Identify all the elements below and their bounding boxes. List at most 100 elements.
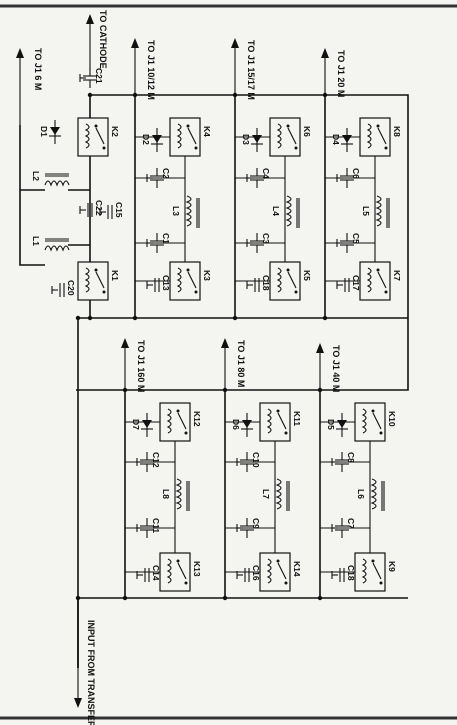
diode-d3 [251,128,263,152]
capacitor-label-c18: C18 [346,565,356,581]
capacitor-label-c20: C20 [66,280,76,296]
relay-k8 [359,117,391,157]
junction-dot [75,315,81,321]
capacitor-label-c8: C8 [346,452,356,463]
junction-dot [317,387,323,393]
junction-dot [122,595,128,601]
capacitor-c18 [246,278,260,292]
capacitor-label-c14: C14 [151,565,161,581]
capacitor-label-c21: C21 [94,68,104,84]
relay-label-k10: K10 [387,411,397,427]
junction-dot [222,387,228,393]
capacitor-c17 [336,278,350,292]
label-to-cathode: TO CATHODE [98,10,108,69]
capacitor-c2 [146,168,164,188]
capacitor-label-c10: C10 [251,452,261,468]
capacitor-c20 [51,283,65,297]
diode-d2 [151,128,163,152]
label-6m: TO J1 6 M [33,48,43,90]
relay-label-k5: K5 [302,270,312,281]
relay-label-k13: K13 [192,561,202,577]
capacitor-c22 [79,203,93,217]
relay-label-k3: K3 [202,270,212,281]
capacitor-label-c22: C22 [94,200,104,216]
relay-k1 [77,261,109,301]
capacitor-label-c12: C12 [151,452,161,468]
capacitor-label-c11: C11 [151,518,161,533]
inductor-l5 [375,195,390,228]
diode-d5 [336,413,348,437]
label-10-12m: TO J1 10/12 M [146,40,156,100]
inductor-label-l4: L4 [271,206,281,216]
label-15-17m: TO J1 15/17 M [246,40,256,100]
inductor-label-l5: L5 [361,206,371,216]
capacitor-label-c7: C7 [346,518,356,529]
relay-k6 [269,117,301,157]
inductor-label-l7: L7 [261,489,271,499]
inductor-label-l3: L3 [171,206,181,216]
relay-label-k6: K6 [302,126,312,137]
inductor-l6 [370,478,385,511]
capacitor-c4 [246,168,264,188]
capacitor-label-c17: C17 [351,275,361,291]
inductor-l3 [185,195,200,228]
relay-k11 [259,402,291,442]
capacitor-label-c5: C5 [351,233,361,244]
capacitor-label-c16: C16 [251,565,261,581]
relay-k13 [159,552,191,592]
label-40m: TO J1 40 M [331,345,341,392]
diode-label-d5: D5 [326,419,336,430]
inductor-l2 [44,173,70,187]
label-160m: TO J1 160 M [136,340,146,392]
diode-label-d2: D2 [141,134,151,145]
junction-dot [132,315,138,321]
junction-dot [222,595,228,601]
relay-label-k9: K9 [387,561,397,572]
junction-dot [322,92,328,98]
capacitor-label-c18: C18 [261,275,271,291]
junction-dot [322,315,328,321]
relay-label-k14: K14 [292,561,302,577]
inductor-label-l2: L2 [31,171,41,181]
relay-label-k2: K2 [110,126,120,137]
label-80m: TO J1 80 M [236,340,246,387]
six-meter-branch [19,125,90,266]
junction-dot [87,92,93,98]
diode-label-d3: D3 [241,134,251,145]
capacitor-c16 [236,568,250,582]
diode-label-d6: D6 [231,419,241,430]
relay-label-k4: K4 [202,126,212,137]
capacitor-label-c2: C2 [161,168,171,179]
relay-label-k7: K7 [392,270,402,281]
capacitor-c14 [136,568,150,582]
inductor-l1 [44,238,70,252]
capacitor-c18 [331,568,345,582]
capacitor-c21 [79,68,97,88]
junction-dot [132,92,138,98]
inductor-label-l8: L8 [161,489,171,499]
relay-k4 [169,117,201,157]
relay-k12 [159,402,191,442]
junction-dot [232,92,238,98]
relay-k9 [354,552,386,592]
diode-label-d7: D7 [131,419,141,430]
capacitor-label-c6: C6 [351,168,361,179]
relay-label-k11: K11 [292,411,302,426]
relay-label-k8: K8 [392,126,402,137]
capacitor-label-c9: C9 [251,518,261,529]
inductor-l4 [285,195,300,228]
diode-d7 [141,413,153,437]
junction-dot [122,387,128,393]
inductor-l8 [175,478,190,511]
relay-k10 [354,402,386,442]
inductor-label-l1: L1 [31,236,41,246]
capacitor-label-c13: C13 [161,275,171,291]
diode-d1 [49,120,61,144]
relay-k3 [169,261,201,301]
output-arrows [16,14,329,708]
relay-k14 [259,552,291,592]
capacitor-c7 [331,518,349,538]
